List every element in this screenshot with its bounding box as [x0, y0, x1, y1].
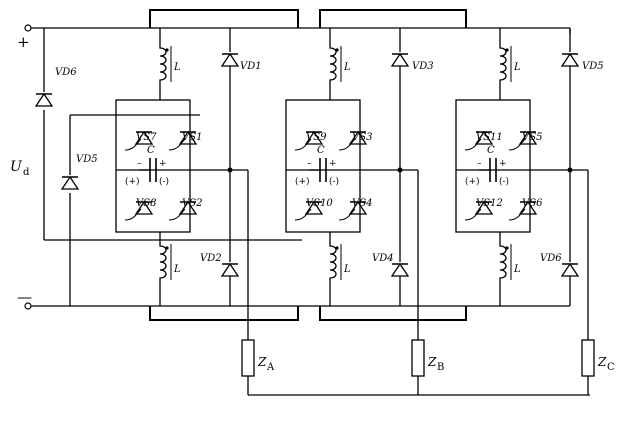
switch-label-tl: VS11 [476, 132, 503, 143]
switch-label-tr: VS5 [522, 132, 542, 143]
polarity-right: (-) [499, 176, 509, 187]
lower-inductor [499, 239, 512, 285]
vd1-label: VD1 [240, 61, 262, 72]
load-label: Z [257, 355, 267, 369]
vd5-label: VD5 [582, 61, 604, 72]
vd3-label: VD3 [412, 61, 434, 72]
cap-plus: + [499, 159, 507, 169]
bridge-module [455, 99, 531, 233]
bridge-module [285, 99, 361, 233]
polarity-left: (+) [125, 176, 140, 187]
lower-inductor [329, 239, 342, 285]
inductor-label-upper: L [173, 62, 181, 73]
switch-label-tr: VS3 [352, 132, 372, 143]
load-impedance-a [241, 339, 255, 377]
vd4-label: VD4 [372, 253, 394, 264]
load-subscript: C [607, 362, 615, 373]
load-subscript: B [437, 362, 444, 373]
diode-vd6 [561, 263, 579, 277]
lower-inductor [159, 239, 172, 285]
cap-minus: – [307, 159, 312, 169]
switch-label-bl: VS8 [136, 198, 156, 209]
inductor-label-lower: L [513, 264, 521, 275]
upper-inductor [329, 41, 342, 87]
left-auxiliary-diodes [43, 28, 302, 306]
load-subscript: A [266, 362, 275, 373]
switch-label-bl: VS10 [306, 198, 333, 209]
vd5-left-label: VD5 [76, 154, 98, 165]
switch-label-tr: VS1 [182, 132, 202, 143]
cap-minus: – [137, 159, 142, 169]
inductor-label-lower: L [173, 264, 181, 275]
load-impedance-b [411, 339, 425, 377]
diode-vd5 [561, 53, 579, 67]
diode-vd2 [221, 263, 239, 277]
plus-terminal [24, 24, 32, 32]
inductor-label-upper: L [343, 62, 351, 73]
minus-terminal [24, 302, 32, 310]
load-label: Z [427, 355, 437, 369]
inductor-label-upper: L [513, 62, 521, 73]
load-label: Z [597, 355, 607, 369]
polarity-right: (-) [329, 176, 339, 187]
polarity-left: (+) [295, 176, 310, 187]
capacitor-label: C [487, 145, 495, 156]
capacitor-label: C [317, 145, 325, 156]
cap-minus: – [477, 159, 482, 169]
switch-label-bl: VS12 [476, 198, 503, 209]
switch-label-br: VS2 [182, 198, 202, 209]
diode-vd3 [391, 53, 409, 67]
bridge-module [115, 99, 191, 233]
capacitor-label: C [147, 145, 155, 156]
inductor-label-lower: L [343, 264, 351, 275]
switch-label-tl: VS9 [306, 132, 327, 143]
voltage-subscript: d [23, 167, 30, 178]
polarity-left: (+) [465, 176, 480, 187]
vd6-label: VD6 [540, 253, 562, 264]
diode-vd4 [391, 263, 409, 277]
voltage-label: U [10, 159, 23, 175]
dc-bus [24, 9, 571, 321]
upper-inductor [159, 41, 172, 87]
cap-plus: + [329, 159, 337, 169]
minus-label: — [17, 288, 32, 306]
load-impedance-c [581, 339, 595, 377]
plus-label: + [17, 33, 30, 51]
switch-label-br: VS4 [352, 198, 372, 209]
cap-plus: + [159, 159, 167, 169]
vd5-left-diode [61, 176, 79, 190]
polarity-right: (-) [159, 176, 169, 187]
diode-vd1 [221, 53, 239, 67]
upper-inductor [499, 41, 512, 87]
vd6-left-label: VD6 [55, 67, 77, 78]
vd2-label: VD2 [200, 253, 222, 264]
vd6-left-diode [35, 93, 53, 107]
switch-label-br: VS6 [522, 198, 543, 209]
switch-label-tl: VS7 [136, 132, 157, 143]
